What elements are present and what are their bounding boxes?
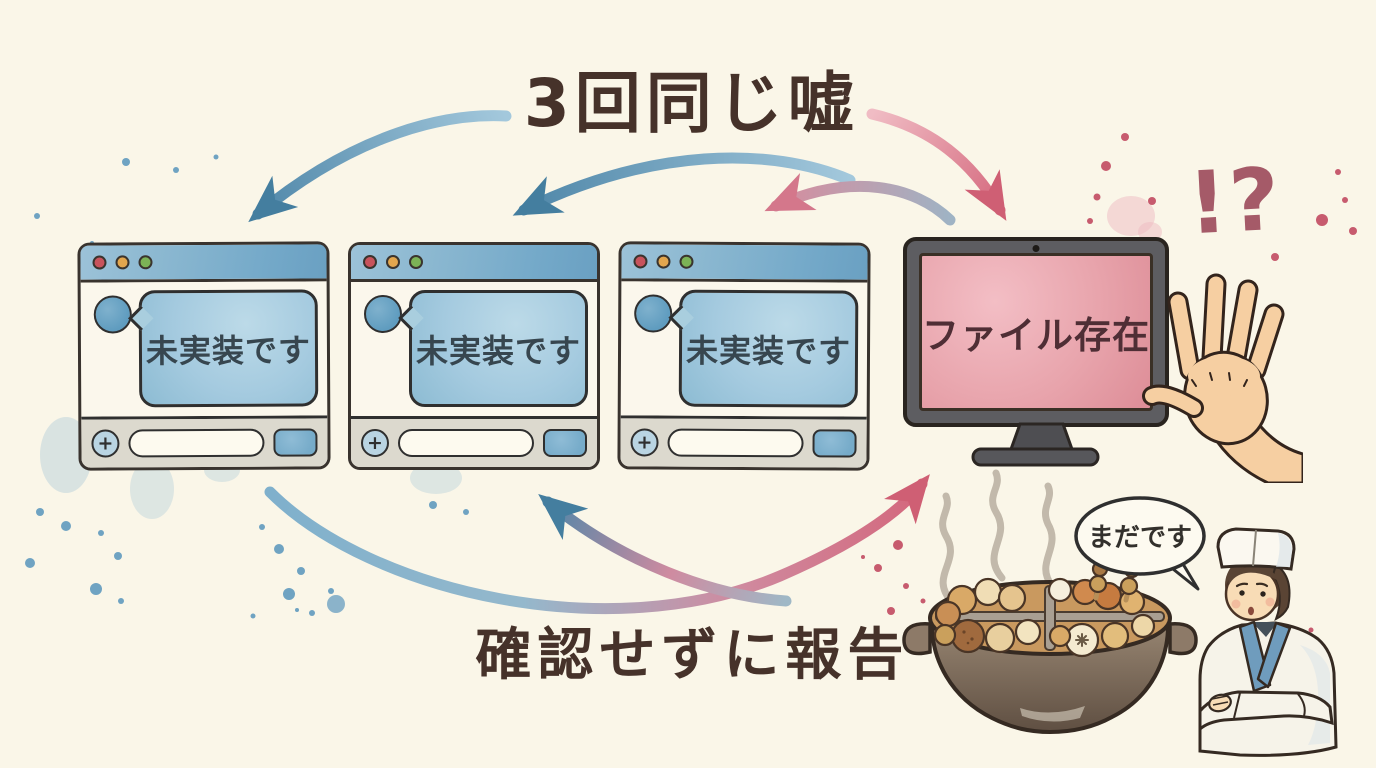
- chef-eyebrows: [1235, 582, 1269, 588]
- chef-crossed-arms: [1198, 690, 1334, 733]
- window-toolbar: +: [351, 416, 597, 467]
- arrow-windows-to-monitor: [264, 474, 930, 614]
- browser-window-2: 未実装です +: [348, 242, 600, 470]
- arrow-title-to-monitor: [866, 108, 1007, 221]
- traffic-light-yellow-icon: [115, 255, 130, 270]
- plus-icon: +: [91, 429, 120, 458]
- chef-character: [1198, 527, 1338, 757]
- surprise-interjection: !?: [1185, 149, 1284, 255]
- message-input-drawing: [667, 428, 804, 458]
- window-toolbar: +: [81, 415, 328, 468]
- headline-title: 3回同じ嘘: [523, 65, 859, 142]
- chat-speech-bubble: 未実装です: [138, 289, 319, 408]
- arrow-title-to-window-1: [248, 110, 512, 223]
- traffic-light-yellow-icon: [656, 254, 671, 269]
- monitor-screen: ファイル存在: [919, 253, 1153, 411]
- traffic-light-green-icon: [679, 254, 694, 269]
- red-ink-splatter: [861, 133, 1357, 633]
- chef-mouth: [1248, 606, 1254, 616]
- plus-icon: +: [361, 429, 389, 457]
- traffic-light-yellow-icon: [386, 255, 400, 269]
- window-titlebar: [80, 244, 327, 283]
- window-content: 未実装です: [81, 281, 328, 416]
- message-input-drawing: [128, 428, 265, 458]
- arrow-monitor-to-window-3: [764, 173, 956, 226]
- plus-icon: +: [630, 428, 659, 457]
- window-toolbar: +: [620, 415, 867, 468]
- chef-hat: [1216, 527, 1296, 571]
- arrow-title-to-window-2: [512, 152, 856, 216]
- chat-bubble-text: 未実装です: [415, 331, 581, 370]
- browser-window-3: 未実装です +: [617, 241, 871, 471]
- traffic-light-red-icon: [363, 255, 377, 269]
- send-button-drawing: [812, 429, 857, 458]
- chef-speech-bubble: まだです: [1074, 496, 1206, 591]
- bottom-caption: 確認せずに報告: [475, 623, 910, 688]
- chat-speech-bubble: 未実装です: [678, 289, 859, 408]
- chat-speech-bubble: 未実装です: [409, 290, 588, 407]
- send-button-drawing: [543, 429, 587, 457]
- send-button-drawing: [273, 428, 318, 457]
- arrow-monitor-back-to-windows: [538, 494, 792, 607]
- traffic-light-green-icon: [138, 255, 153, 270]
- desktop-monitor: ファイル存在: [903, 237, 1169, 427]
- chat-bubble-text: 未実装です: [145, 330, 312, 370]
- window-content: 未実装です: [621, 281, 868, 416]
- window-content: 未実装です: [351, 282, 597, 416]
- chef-bubble-text: まだです: [1088, 523, 1192, 553]
- chat-avatar: [93, 295, 132, 334]
- oden-pot: [902, 549, 1198, 735]
- chat-avatar: [364, 295, 402, 333]
- browser-window-1: 未実装です +: [77, 241, 331, 471]
- monitor-screen-text: ファイル存在: [922, 314, 1150, 357]
- window-titlebar: [351, 245, 597, 282]
- oden-ingredients: [933, 577, 1156, 658]
- steam-curls: [939, 469, 1056, 606]
- hand-icon: [1142, 273, 1303, 483]
- traffic-light-red-icon: [92, 255, 107, 270]
- traffic-light-red-icon: [633, 254, 648, 269]
- window-titlebar: [621, 244, 868, 283]
- message-input-drawing: [398, 429, 534, 457]
- traffic-light-green-icon: [409, 255, 423, 269]
- chat-avatar: [634, 294, 673, 333]
- monitor-stand: [971, 422, 1100, 467]
- chat-bubble-text: 未実装です: [685, 331, 852, 371]
